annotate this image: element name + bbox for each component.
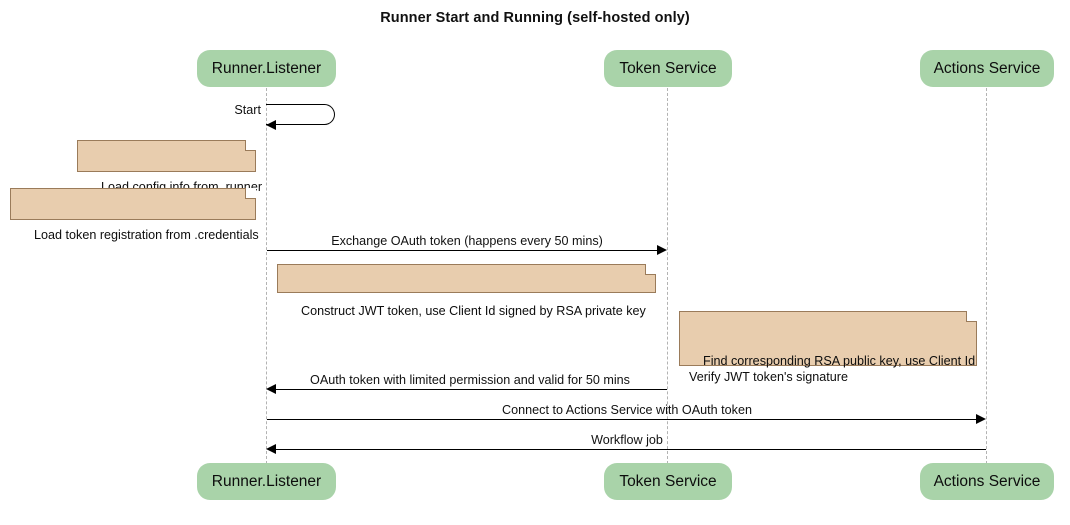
participant-token-bottom[interactable]: Token Service [604, 463, 732, 500]
message-label-connect-actions-service: Connect to Actions Service with OAuth to… [502, 403, 752, 417]
participant-label: Actions Service [933, 59, 1041, 77]
self-message-start-arrowhead [266, 120, 276, 130]
message-line-oauth-token-returned [276, 389, 667, 390]
message-line-exchange-oauth-token [267, 250, 658, 251]
participant-runner-bottom[interactable]: Runner.Listener [197, 463, 336, 500]
message-arrowhead-exchange-oauth-token [657, 245, 667, 255]
participant-actions-bottom[interactable]: Actions Service [920, 463, 1054, 500]
participant-label: Actions Service [933, 472, 1041, 490]
note-fold-corner-icon [645, 264, 656, 275]
message-line-workflow-job [276, 449, 986, 450]
message-arrowhead-connect-actions-service [976, 414, 986, 424]
participant-label: Runner.Listener [211, 59, 322, 77]
message-line-connect-actions-service [267, 419, 977, 420]
participant-runner-top[interactable]: Runner.Listener [197, 50, 336, 87]
self-message-start-loop [266, 104, 335, 125]
note-fold-corner-icon [966, 311, 977, 322]
message-label-start: Start [234, 103, 261, 117]
message-label-exchange-oauth-token: Exchange OAuth token (happens every 50 m… [331, 234, 603, 248]
participant-actions-top[interactable]: Actions Service [920, 50, 1054, 87]
message-label-oauth-token-returned: OAuth token with limited permission and … [310, 373, 630, 387]
participant-label: Runner.Listener [211, 472, 322, 490]
message-label-workflow-job: Workflow job [591, 433, 663, 447]
note-fold-corner-icon [245, 188, 256, 199]
note-construct-jwt-token: Construct JWT token, use Client Id signe… [277, 264, 656, 318]
note-text: Load token registration from .credential… [34, 228, 259, 242]
note-text: Construct JWT token, use Client Id signe… [301, 304, 646, 318]
note-load-token-registration: Load token registration from .credential… [10, 188, 259, 242]
note-load-config: Load config info from .runner [77, 140, 262, 194]
participant-token-top[interactable]: Token Service [604, 50, 732, 87]
note-fold-corner-icon [245, 140, 256, 151]
note-verify-jwt-signature: Find corresponding RSA public key, use C… [679, 311, 977, 384]
diagram-title: Runner Start and Running (self-hosted on… [380, 10, 690, 26]
lifeline-actions [986, 88, 987, 464]
lifeline-runner [266, 88, 267, 464]
lifeline-token [667, 88, 668, 464]
participant-label: Token Service [619, 59, 717, 77]
note-text: Find corresponding RSA public key, use C… [689, 354, 976, 384]
message-arrowhead-oauth-token-returned [266, 384, 276, 394]
participant-label: Token Service [619, 472, 717, 490]
message-arrowhead-workflow-job [266, 444, 276, 454]
